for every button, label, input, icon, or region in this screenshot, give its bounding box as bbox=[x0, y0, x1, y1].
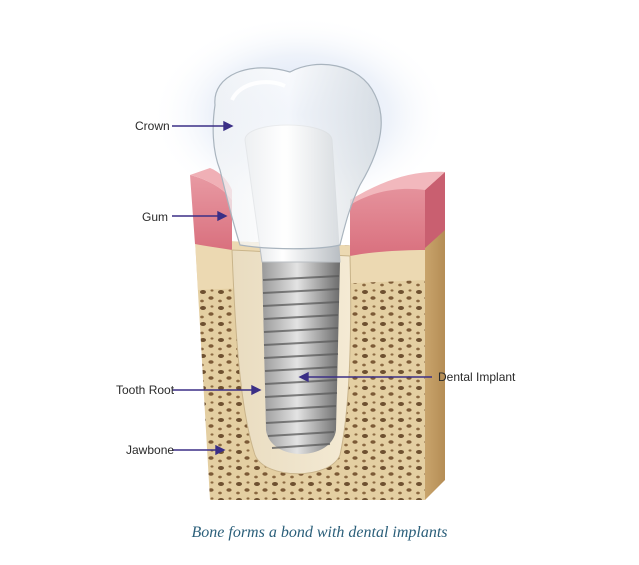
crown-highlight bbox=[230, 80, 286, 101]
tooth-crown bbox=[212, 63, 382, 250]
gum-tissue bbox=[190, 175, 232, 250]
tooth-root-label: Tooth Root bbox=[116, 383, 175, 397]
pointer-arrows bbox=[172, 120, 432, 456]
dental-implant-label: Dental Implant bbox=[438, 370, 516, 384]
gum-top-right bbox=[350, 171, 445, 205]
gum-side-face bbox=[425, 172, 445, 248]
crown-label: Crown bbox=[135, 119, 170, 133]
jawbone-label: Jawbone bbox=[126, 443, 175, 457]
gum-label: Gum bbox=[142, 210, 169, 224]
implant-threads bbox=[262, 275, 340, 449]
diagram-caption: Bone forms a bond with dental implants bbox=[191, 524, 448, 541]
block-side-face bbox=[425, 172, 445, 500]
